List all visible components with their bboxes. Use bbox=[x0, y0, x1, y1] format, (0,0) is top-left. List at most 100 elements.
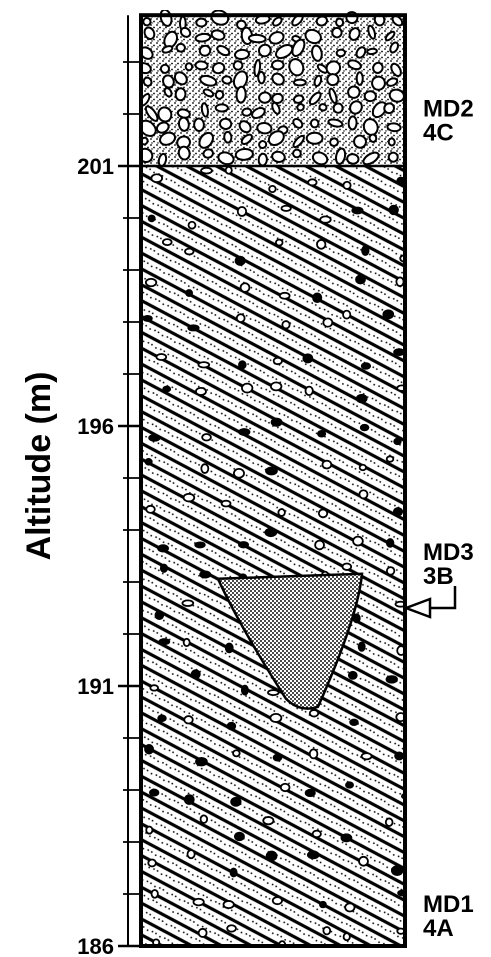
pebble-open bbox=[235, 313, 246, 323]
pebble-filled bbox=[234, 255, 246, 266]
pebble-filled bbox=[238, 541, 250, 549]
tick-label: 191 bbox=[77, 674, 114, 699]
gravel-clast bbox=[177, 116, 190, 132]
unit-diamicton bbox=[141, 166, 405, 946]
pebble-open bbox=[268, 184, 277, 194]
gravel-clast bbox=[383, 102, 396, 115]
pebble-open bbox=[182, 637, 191, 648]
pebble-filled bbox=[142, 315, 153, 322]
pebble-filled bbox=[270, 417, 283, 427]
gravel-clast bbox=[179, 26, 192, 38]
gravel-clast bbox=[193, 117, 205, 132]
gravel-clast bbox=[157, 106, 173, 123]
gravel-clast bbox=[387, 137, 396, 147]
pebble-open bbox=[342, 932, 351, 942]
gravel-clast bbox=[371, 101, 388, 119]
gravel-clast bbox=[305, 131, 324, 145]
sample-code: MD2 bbox=[423, 95, 474, 122]
pebble-open bbox=[184, 247, 195, 256]
pebble-open bbox=[395, 276, 405, 287]
gravel-clast bbox=[218, 117, 233, 130]
gravel-clast bbox=[223, 130, 233, 144]
pebble-open bbox=[385, 566, 396, 576]
gravel-clast bbox=[271, 150, 286, 163]
tick-label: 201 bbox=[77, 154, 114, 179]
gravel-clast bbox=[232, 60, 244, 71]
gravel-clast bbox=[238, 120, 252, 134]
gravel-clast bbox=[346, 153, 360, 165]
gravel-clast bbox=[292, 94, 305, 104]
gravel-clast bbox=[258, 140, 268, 150]
gravel-clast bbox=[335, 17, 345, 28]
pebble-open bbox=[395, 712, 405, 723]
column-frame bbox=[139, 13, 407, 948]
pebble-open bbox=[241, 382, 254, 394]
gravel-clast bbox=[173, 71, 188, 86]
gravel-clast bbox=[366, 47, 378, 56]
pebble-open bbox=[321, 459, 333, 470]
pebble-open bbox=[342, 180, 352, 190]
gravel-clast bbox=[368, 133, 378, 143]
gravel-clast bbox=[272, 16, 283, 27]
gravel-clast bbox=[199, 74, 218, 87]
gravel-clast bbox=[271, 101, 281, 115]
pebble-open bbox=[360, 752, 373, 761]
pebble-filled bbox=[393, 437, 402, 446]
gravel-clast bbox=[247, 33, 267, 44]
gravel-clast bbox=[349, 100, 363, 115]
pebble-open bbox=[145, 504, 156, 514]
gravel-clast bbox=[234, 147, 254, 161]
pebble-filled bbox=[224, 642, 234, 654]
gravel-clast bbox=[367, 24, 377, 40]
pebble-filled bbox=[393, 348, 405, 356]
gravel-clast bbox=[271, 72, 285, 86]
gravel-clast bbox=[371, 75, 386, 91]
pebble-filled bbox=[234, 831, 245, 842]
pebble-open bbox=[394, 600, 405, 608]
pebble-filled bbox=[159, 563, 169, 573]
pebble-open bbox=[150, 889, 159, 899]
pebble-filled bbox=[148, 434, 161, 442]
gravel-clast bbox=[177, 145, 191, 161]
gravel-clast bbox=[309, 118, 320, 129]
pebble-open bbox=[192, 897, 205, 907]
gravel-clast bbox=[372, 61, 384, 74]
gravel-clast bbox=[311, 44, 323, 62]
gravel-clast bbox=[155, 121, 170, 134]
gravel-clast bbox=[194, 32, 212, 43]
tick-label: 196 bbox=[77, 414, 114, 439]
sample-arrow-head bbox=[402, 597, 432, 619]
gravel-clast bbox=[211, 62, 226, 75]
gravel-clast bbox=[334, 147, 347, 165]
gravel-clast bbox=[175, 42, 186, 53]
pebble-filled bbox=[351, 206, 364, 215]
pebble-open bbox=[197, 361, 211, 369]
pebble-open bbox=[272, 356, 283, 366]
gravel-clast bbox=[390, 62, 402, 77]
pebble-filled bbox=[388, 204, 399, 216]
gravel-clast bbox=[386, 77, 399, 87]
gravel-clast bbox=[355, 71, 364, 86]
gravel-clast bbox=[384, 30, 396, 42]
gravel-clast bbox=[184, 62, 194, 72]
gravel-clast bbox=[198, 131, 214, 149]
gravel-clast bbox=[267, 130, 285, 147]
gravel-clast bbox=[202, 88, 215, 98]
pebble-open bbox=[308, 748, 319, 760]
pebble-filled bbox=[199, 570, 212, 579]
pebble-filled bbox=[302, 353, 314, 364]
gravel-clast bbox=[143, 26, 156, 40]
pebble-open bbox=[269, 712, 283, 723]
pebble-open bbox=[358, 463, 367, 472]
gravel-clast bbox=[326, 73, 340, 87]
gravel-clast bbox=[142, 76, 153, 87]
gravel-clast bbox=[216, 45, 231, 57]
pebble-filled bbox=[195, 756, 208, 767]
gravel-clast bbox=[159, 131, 177, 146]
gravel-clast bbox=[386, 122, 402, 133]
gravel-clast bbox=[195, 17, 208, 28]
gravel-clast bbox=[163, 87, 173, 98]
gravel-clast bbox=[292, 148, 302, 159]
